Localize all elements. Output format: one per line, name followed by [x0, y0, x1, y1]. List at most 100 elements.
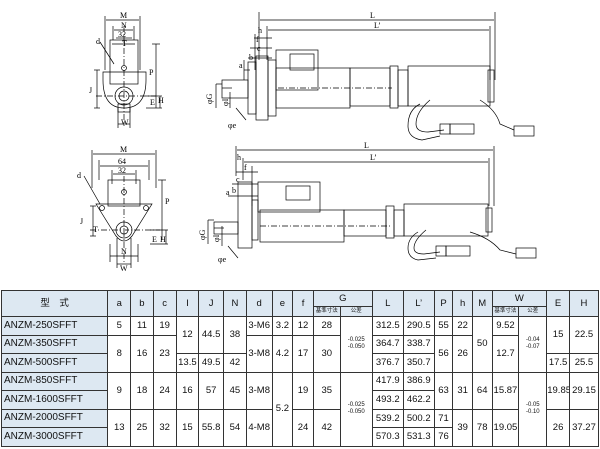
- header-N: N: [223, 290, 247, 317]
- label-L: L: [370, 11, 375, 20]
- cell-L: 312.5: [371, 316, 404, 336]
- cell-L: 376.7: [371, 353, 404, 373]
- header-J: J: [198, 290, 225, 317]
- cell-W-tol: -0.04-0.07: [518, 316, 548, 373]
- label-phiI: φI: [221, 98, 230, 106]
- cell-h: 39: [452, 408, 473, 448]
- cell-P: 71: [433, 408, 454, 429]
- cell-G: 35: [312, 371, 341, 410]
- cell-H: 25.5: [568, 353, 600, 373]
- label-64: 64: [118, 157, 126, 166]
- label-32-b: 32: [118, 166, 126, 175]
- cell-N: 54: [223, 408, 247, 448]
- cell-a: 13: [107, 408, 132, 448]
- label-J-b: J: [80, 217, 83, 226]
- label-32: 32: [118, 30, 126, 39]
- cell-d: 3-M8: [245, 334, 273, 373]
- label-L-b: L: [364, 141, 369, 150]
- cell-c: 23: [152, 334, 177, 373]
- label-P-b: P: [165, 197, 170, 206]
- label-M: M: [120, 11, 127, 20]
- label-h: h: [258, 26, 262, 35]
- cell-M: 64: [471, 371, 493, 410]
- cell-G: 28: [312, 316, 341, 336]
- cell-c: 24: [152, 371, 177, 410]
- cell-a: 9: [107, 371, 132, 410]
- side-view-bottom: [207, 146, 537, 261]
- tol-upper: -0.025: [347, 337, 365, 344]
- model-name: ANZM-500SFFT: [0, 353, 109, 373]
- cell-f: 17: [292, 334, 314, 373]
- front-view-bottom: [83, 150, 168, 268]
- model-name: ANZM-350SFFT: [0, 334, 109, 355]
- label-d: d: [96, 37, 100, 46]
- cell-Lprime: 500.2: [402, 408, 435, 429]
- label-c: c: [257, 44, 261, 53]
- cell-f: 12: [292, 316, 314, 336]
- cell-P: 63: [433, 371, 454, 410]
- cell-b: 25: [130, 408, 154, 448]
- cell-H: 37.27: [568, 408, 600, 448]
- cell-Lprime: 290.5: [402, 316, 435, 336]
- cell-b: 16: [130, 334, 154, 373]
- header-H: H: [568, 290, 600, 317]
- cell-c: 19: [152, 316, 177, 336]
- header-b: b: [130, 290, 154, 317]
- cell-J: 49.5: [198, 353, 225, 373]
- cell-I: 16: [175, 371, 200, 410]
- cell-e: 4.2: [271, 334, 294, 373]
- tol-lower: -0.10: [525, 409, 540, 416]
- label-h-b: h: [237, 153, 241, 162]
- cell-W: 15.87: [491, 371, 520, 410]
- cell-a: 5: [107, 316, 132, 336]
- cell-W-tol: -0.05-0.10: [518, 371, 548, 448]
- cell-J: 57: [198, 371, 225, 410]
- header-W-tol: 公差: [518, 306, 548, 317]
- cell-H: 22.5: [568, 315, 600, 355]
- model-name: ANZM-3000SFFT: [0, 427, 109, 447]
- cell-a: 8: [107, 334, 132, 373]
- cell-L: 539.2: [371, 408, 404, 429]
- model-name: ANZM-1600SFFT: [0, 390, 109, 410]
- cell-I: 12: [175, 315, 200, 355]
- header-model: 型 式: [0, 290, 109, 317]
- cell-G-tol: -0.025-0.050: [339, 316, 373, 373]
- header-c: c: [152, 290, 177, 317]
- cell-E: 26: [546, 408, 570, 448]
- label-phie-b: φe: [218, 255, 227, 264]
- header-L: L: [371, 290, 404, 317]
- cell-J: 55.8: [198, 408, 225, 448]
- header-G: G: [312, 290, 373, 307]
- cell-h: 22: [452, 316, 473, 336]
- label-N-b: N: [121, 247, 127, 256]
- header-E: E: [546, 290, 570, 317]
- label-H-b: H: [160, 235, 166, 244]
- header-d: d: [245, 290, 273, 317]
- cell-h: 31: [452, 371, 473, 410]
- front-view-top: [94, 16, 162, 128]
- cell-L: 493.2: [371, 390, 404, 410]
- cell-P: 55: [433, 316, 454, 336]
- model-name: ANZM-2000SFFT: [0, 408, 109, 429]
- specification-table: 型 式 a b c I J N d e f G L L’ P h M W E H…: [0, 290, 600, 448]
- side-view-top: [215, 12, 535, 141]
- cell-b: 18: [130, 371, 154, 410]
- cell-G: 42: [312, 408, 341, 448]
- cell-d: 3-M8: [245, 371, 273, 410]
- label-Lprime: L’: [374, 21, 381, 30]
- cell-W: 19.05: [491, 408, 520, 448]
- cell-E: 17.5: [546, 353, 570, 373]
- label-Lprime-b: L’: [370, 153, 377, 162]
- tol-lower: -0.07: [525, 344, 540, 351]
- header-Lprime: L’: [402, 290, 435, 317]
- label-M-b: M: [120, 145, 127, 154]
- cell-M: 78: [471, 408, 493, 448]
- cell-f: 19: [292, 371, 314, 410]
- label-E-b: E: [152, 235, 157, 244]
- cell-Lprime: 386.9: [402, 371, 435, 392]
- cell-L: 364.7: [371, 334, 404, 355]
- tol-lower: -0.050: [347, 344, 365, 351]
- label-c-b: c: [236, 175, 240, 184]
- header-P: P: [433, 290, 454, 317]
- cell-L: 417.9: [371, 371, 404, 392]
